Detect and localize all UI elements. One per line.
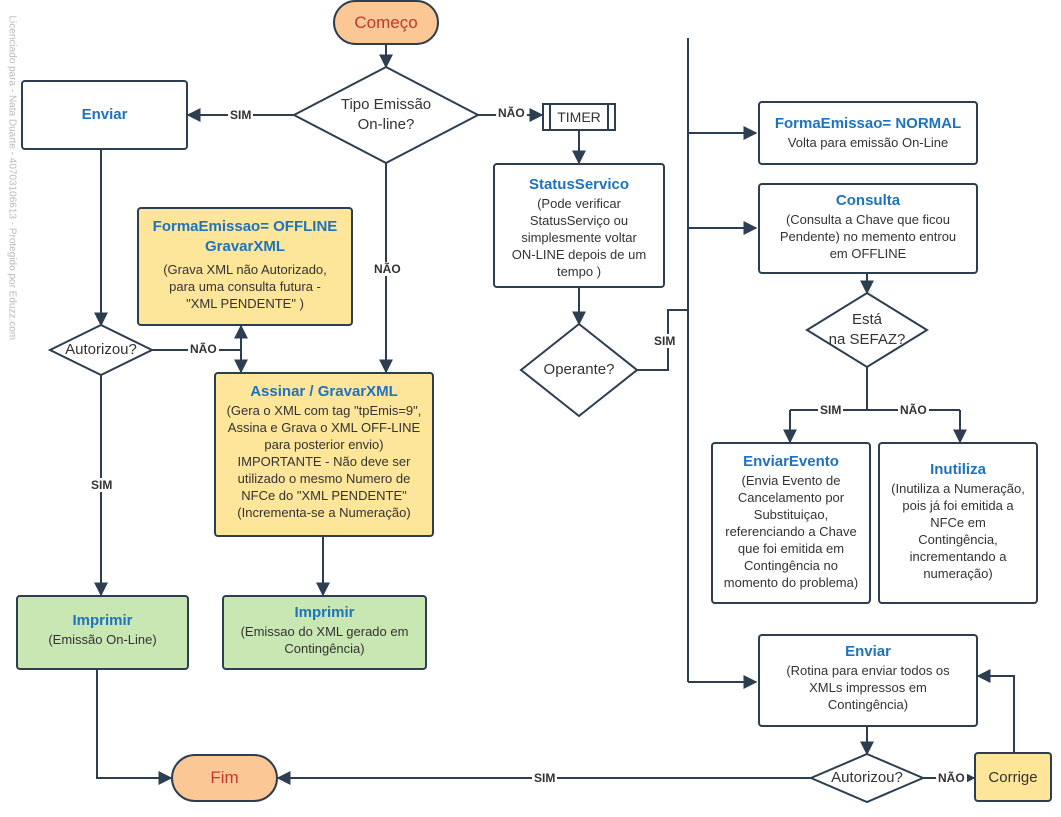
assinar-node: Assinar / GravarXML (Gera o XML com tag …	[214, 372, 434, 537]
inutiliza-text: (Inutiliza a Numeração, pois já foi emit…	[891, 481, 1025, 581]
diamond-operante	[519, 322, 639, 418]
end-terminal: Fim	[171, 754, 278, 802]
edge-label-nao-tipo-down: NÃO	[372, 262, 403, 276]
edge-label-sim-autorizou-left: SIM	[89, 478, 115, 492]
enviar-left-title: Enviar	[81, 106, 128, 123]
forma-normal-text: Volta para emissão On-Line	[787, 135, 949, 150]
enviar-left-node: Enviar	[21, 80, 188, 150]
diamond-autorizou-right	[808, 752, 926, 804]
status-servico-text: (Pode verificar StatusServiço ou simples…	[511, 196, 647, 279]
imprimir-left-text: (Emissão On-Line)	[48, 632, 157, 647]
edge-corrige-enviar	[976, 669, 1015, 752]
tipo-emissao-label: Tipo Emissão On-line?	[340, 96, 432, 133]
forma-normal-title: FormaEmissao= NORMAL	[774, 115, 962, 132]
autorizou-right-label: Autorizou?	[831, 769, 903, 786]
edge-label-nao-autorizou-left: NÃO	[188, 342, 219, 356]
edge-label-sim-sefaz: SIM	[818, 403, 844, 417]
imprimir-mid-node: Imprimir (Emissao do XML gerado em Conti…	[222, 595, 427, 670]
forma-offline-node: FormaEmissao= OFFLINE GravarXML (Grava X…	[137, 207, 353, 326]
autorizou-left-label: Autorizou?	[65, 341, 137, 358]
imprimir-mid-title: Imprimir	[294, 604, 355, 621]
enviar-right-title: Enviar	[845, 643, 891, 660]
imprimir-left-node: Imprimir (Emissão On-Line)	[16, 595, 189, 670]
edge-label-sim-operante: SIM	[652, 334, 678, 348]
consulta-text: (Consulta a Chave que ficou Pendente) no…	[779, 212, 957, 261]
assinar-title: Assinar / GravarXML	[250, 383, 398, 400]
status-servico-title: StatusServico	[528, 176, 630, 193]
inutiliza-node: Inutiliza (Inutiliza a Numeração, pois j…	[878, 442, 1038, 604]
edge-label-nao-autorizou-right: NÃO	[936, 771, 967, 785]
consulta-title: Consulta	[835, 192, 901, 209]
edge-imprimir-fim	[96, 670, 173, 785]
start-terminal: Começo	[333, 0, 439, 45]
edge-sefaz-split	[790, 367, 960, 411]
imprimir-left-title: Imprimir	[72, 612, 133, 629]
esta-sefaz-label: Está na SEFAZ?	[828, 311, 906, 348]
edge-label-sim-autorizou-right: SIM	[532, 771, 558, 785]
enviar-evento-node: EnviarEvento (Envia Evento de Cancelamen…	[711, 442, 871, 604]
timer-node: TIMER	[542, 103, 616, 131]
forma-normal-node: FormaEmissao= NORMAL Volta para emissão …	[758, 101, 978, 165]
inutiliza-title: Inutiliza	[930, 461, 986, 478]
enviar-right-text: (Rotina para enviar todos os XMLs impres…	[786, 663, 950, 712]
license-watermark: Licenciado para - Nata Duarte - 40703106…	[6, 15, 18, 341]
status-servico-node: StatusServico (Pode verificar StatusServ…	[493, 163, 665, 288]
forma-offline-text: (Grava XML não Autorizado, para uma cons…	[163, 262, 327, 311]
enviar-evento-text: (Envia Evento de Cancelamento por Substi…	[723, 473, 859, 590]
enviar-right-node: Enviar (Rotina para enviar todos os XMLs…	[758, 634, 978, 727]
operante-label: Operante?	[543, 361, 615, 378]
edge-label-nao-sefaz: NÃO	[898, 403, 929, 417]
consulta-node: Consulta (Consulta a Chave que ficou Pen…	[758, 183, 978, 274]
corrige-node: Corrige	[974, 752, 1052, 802]
imprimir-mid-text: (Emissao do XML gerado em Contingência)	[240, 624, 409, 656]
assinar-text: (Gera o XML com tag "tpEmis=9", Assina e…	[226, 403, 422, 520]
forma-offline-title: FormaEmissao= OFFLINE GravarXML	[152, 218, 338, 255]
edge-label-nao-tipo-right: NÃO	[496, 106, 527, 120]
edge-label-sim-tipo: SIM	[228, 108, 254, 122]
enviar-evento-title: EnviarEvento	[743, 453, 839, 470]
